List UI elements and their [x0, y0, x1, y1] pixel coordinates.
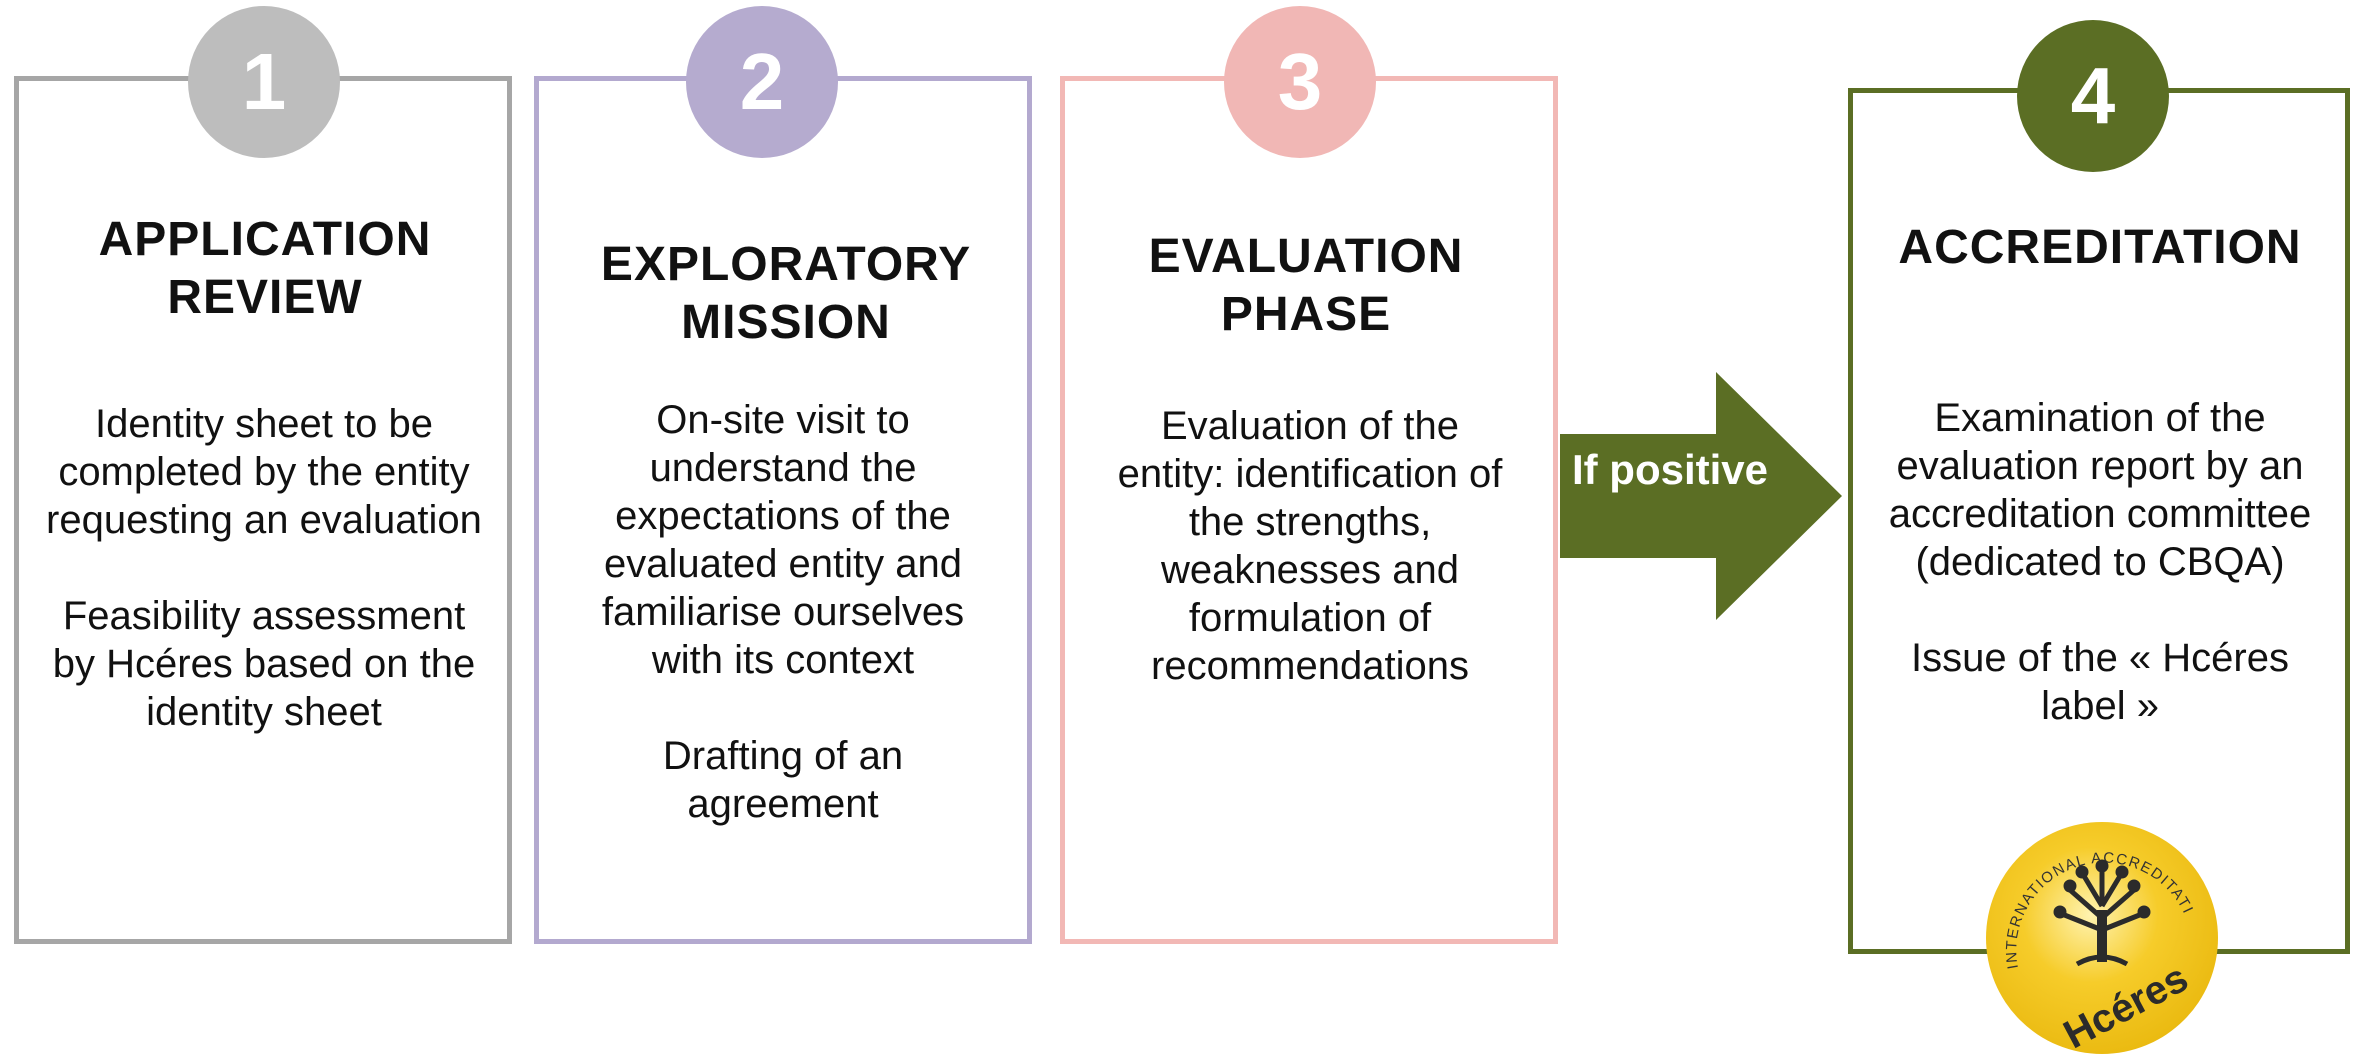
step-1-card: [14, 76, 512, 944]
step-1-paragraph-2: Feasibility assessment by Hcéres based o…: [52, 594, 476, 734]
step-4-card: [1848, 88, 2350, 954]
step-4-title: ACCREDITATION: [1898, 221, 2302, 274]
step-2-paragraph-2: Drafting of an agreement: [662, 734, 904, 826]
step-1-description: Identity sheet to be completed by the en…: [40, 400, 488, 784]
step-3-description: Evaluation of the entity: identification…: [1110, 402, 1510, 738]
step-3-paragraph-1: Evaluation of the entity: identification…: [1117, 404, 1503, 688]
tree-icon: [2053, 859, 2151, 967]
step-3-card: [1060, 76, 1558, 944]
step-2-card: [534, 76, 1032, 944]
step-2-title: EXPLORATORY MISSION: [600, 238, 972, 349]
hceres-accreditation-seal: INTERNATIONAL ACCREDITATION Hcéres: [1982, 818, 2218, 1057]
step-2-badge: 2: [686, 6, 838, 158]
step-4-badge: 4: [2017, 20, 2169, 172]
step-4-paragraph-1: Examination of the evaluation report by …: [1888, 396, 2312, 584]
step-4-paragraph-2: Issue of the « Hcéres label »: [1911, 636, 2289, 728]
step-3-title: EVALUATION PHASE: [1148, 230, 1464, 341]
arrow-label: If positive: [1571, 446, 1769, 493]
step-2-description: On-site visit to understand the expectat…: [562, 396, 1004, 876]
step-4-description: Examination of the evaluation report by …: [1880, 394, 2320, 778]
step-3-badge: 3: [1224, 6, 1376, 158]
step-1-title: APPLICATION REVIEW: [98, 213, 432, 324]
step-1-badge: 1: [188, 6, 340, 158]
step-2-paragraph-1: On-site visit to understand the expectat…: [601, 398, 965, 682]
if-positive-arrow: [1560, 372, 1842, 620]
arrow-shape: [1560, 372, 1842, 620]
step-1-paragraph-1: Identity sheet to be completed by the en…: [46, 402, 482, 542]
